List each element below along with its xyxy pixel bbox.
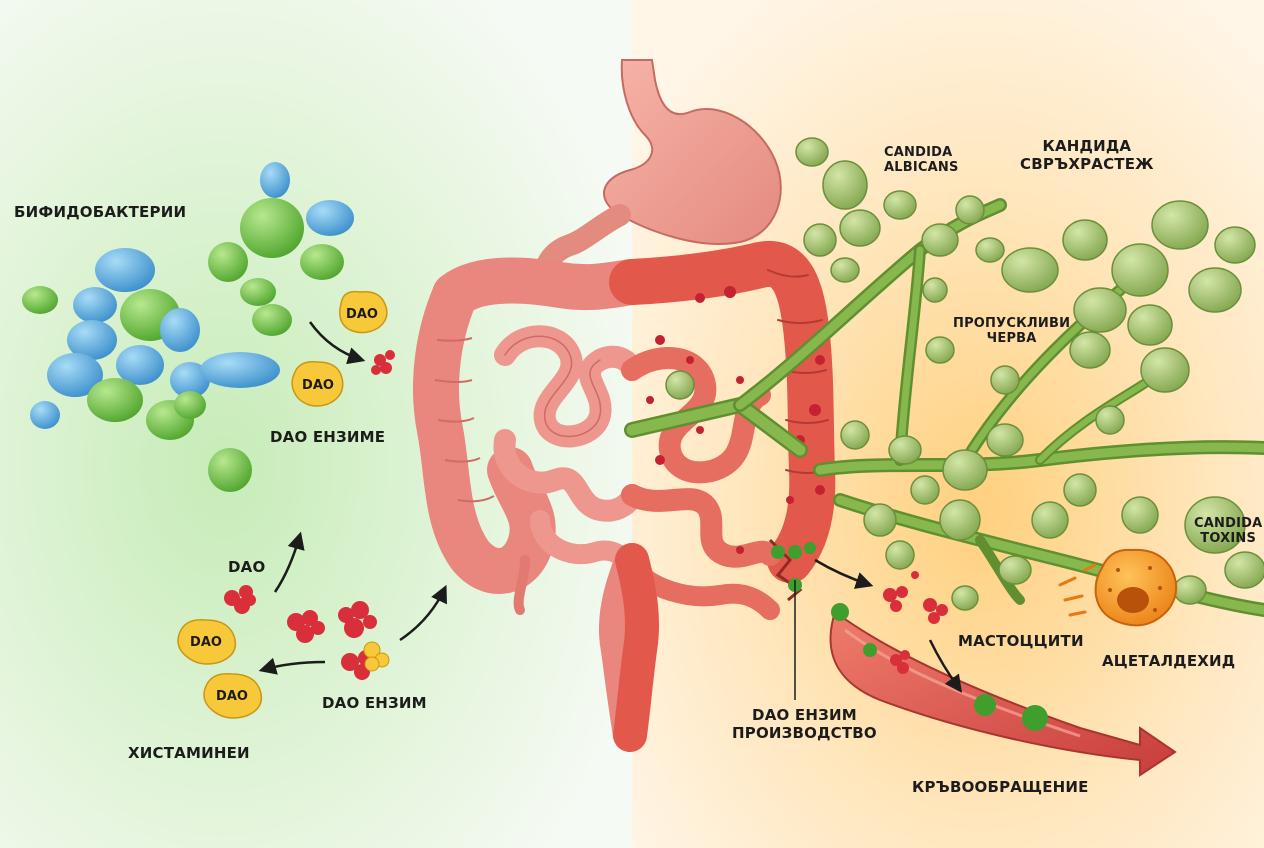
label-dao-enzymes: DAO ЕНЗИМЕ xyxy=(270,428,386,446)
dao-badge-upper-1-text: DAO xyxy=(346,307,378,322)
label-bloodstream: КРЪВООБРАЩЕНИЕ xyxy=(912,778,1089,796)
dao-badge-upper-1: DAO xyxy=(339,290,388,334)
label-candida-overgrowth-line1: КАНДИДА xyxy=(1042,137,1132,155)
histamine-group-lower xyxy=(224,585,377,680)
label-bifidobacteria: БИФИДОБАКТЕРИИ xyxy=(14,203,187,221)
dao-badge-upper-2-text: DAO xyxy=(302,378,334,393)
dao-badge-lower-1: DAO xyxy=(177,619,237,665)
arrow-to-blood xyxy=(928,639,963,693)
label-histamines: ХИСТАМИНЕИ xyxy=(128,744,250,762)
inflamed-large-intestine xyxy=(609,241,836,583)
label-dao-enzyme: DAO ЕНЗИМ xyxy=(322,694,427,712)
label-dao-production-line1: DAO ЕНЗИМ xyxy=(752,706,857,724)
candida-yeast-cells xyxy=(665,137,1264,611)
label-dao-production: DAO ЕНЗИМ ПРОИЗВОДСТВО xyxy=(732,706,877,742)
healthy-side-background xyxy=(0,0,632,848)
label-acetaldehyde: АЦЕТАЛДЕХИД xyxy=(1102,652,1236,670)
mast-cell-nucleus xyxy=(1117,587,1149,613)
acetaldehyde-sparks xyxy=(1058,563,1097,617)
dao-badge-lower-1-text: DAO xyxy=(190,635,222,650)
label-candida-albicans-line1: CANDIDA xyxy=(884,145,953,160)
histamine-molecule-1 xyxy=(224,585,256,614)
label-candida-overgrowth-line2: СВРЪХРАСТЕЖ xyxy=(1020,155,1154,173)
label-candida-albicans-line2: ALBICANS xyxy=(884,160,959,175)
label-dao-single: DAO xyxy=(228,558,266,576)
label-leaky-gut-line1: ПРОПУСКЛИВИ xyxy=(953,316,1071,331)
dao-badge-lower-2-text: DAO xyxy=(216,689,248,704)
arrow-to-intestine xyxy=(399,584,447,642)
label-candida-albicans: CANDIDA ALBICANS xyxy=(884,145,959,175)
arrow-up-to-dao xyxy=(273,531,305,593)
blood-particles xyxy=(863,643,1048,731)
arrow-leak-out xyxy=(814,558,874,589)
histamine-molecule-upper xyxy=(371,350,395,375)
dao-badge-lower-2: DAO xyxy=(203,673,263,719)
label-leaky-gut-line2: ЧЕРВА xyxy=(986,331,1037,346)
bifidobacteria-cluster xyxy=(22,162,354,492)
label-candida-toxins: CANDIDA TOXINS xyxy=(1194,516,1262,546)
histamine-molecule-3 xyxy=(338,601,377,638)
label-candida-toxins-line1: CANDIDA xyxy=(1194,516,1263,531)
arrow-left-to-dao xyxy=(258,657,326,675)
histamine-molecule-2 xyxy=(287,610,325,643)
label-mast-cells: МАСТОЦЦИТИ xyxy=(958,632,1084,650)
label-candida-overgrowth: КАНДИДА СВРЪХРАСТЕЖ xyxy=(1020,137,1154,173)
histamine-leaked xyxy=(883,571,948,624)
mast-cell xyxy=(1094,548,1178,627)
dao-badge-upper-2: DAO xyxy=(291,360,344,407)
label-dao-production-line2: ПРОИЗВОДСТВО xyxy=(732,724,877,742)
arrow-dao-to-histamine xyxy=(308,321,366,365)
dao-enzyme-molecule-yellow xyxy=(363,641,390,672)
label-leaky-gut: ПРОПУСКЛИВИ ЧЕРВА xyxy=(953,316,1070,346)
label-candida-toxins-line2: TOXINS xyxy=(1200,531,1257,546)
